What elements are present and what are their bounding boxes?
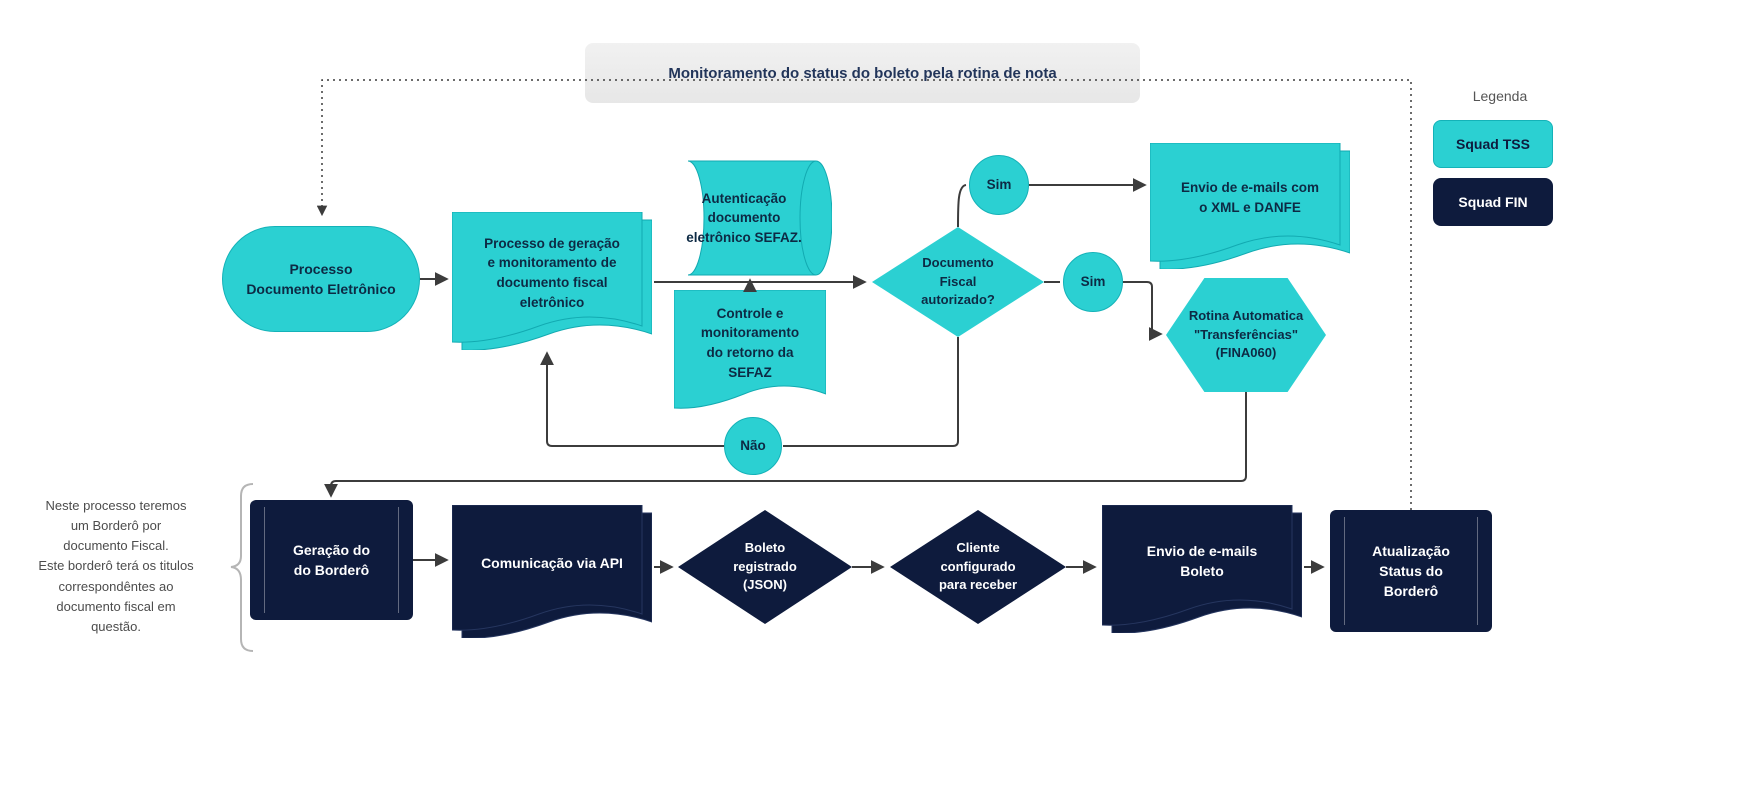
node-label: Processo de geração e monitoramento de d… bbox=[484, 235, 620, 310]
node-label: Documento Fiscal autorizado? bbox=[921, 254, 995, 308]
node-geracao-bordero[interactable]: Geração do do Borderô bbox=[250, 500, 413, 620]
node-label: Comunicação via API bbox=[481, 555, 623, 572]
node-label: Envio de e-mails Boleto bbox=[1146, 542, 1258, 579]
node-autenticacao-sefaz[interactable]: Autenticação documento eletrônico SEFAZ. bbox=[672, 160, 832, 276]
legend-item-squad-fin[interactable]: Squad FIN bbox=[1433, 178, 1553, 226]
node-sim-rotina[interactable]: Sim bbox=[1063, 252, 1123, 312]
decision-documento-fiscal-autorizado[interactable]: Documento Fiscal autorizado? bbox=[872, 227, 1044, 337]
node-label: Não bbox=[740, 438, 766, 454]
node-processo-documento-eletronico[interactable]: Processo Documento Eletrônico bbox=[222, 226, 420, 332]
node-sim-email[interactable]: Sim bbox=[969, 155, 1029, 215]
annotation-note: Neste processo teremos um Borderô por do… bbox=[38, 498, 194, 634]
monitor-banner-label: Monitoramento do status do boleto pela r… bbox=[668, 64, 1057, 82]
node-label: Processo Documento Eletrônico bbox=[246, 260, 396, 297]
node-label: Sim bbox=[1080, 274, 1106, 290]
node-label: Geração do do Borderô bbox=[292, 541, 371, 578]
document-shape bbox=[452, 505, 652, 638]
decision-boleto-registrado[interactable]: Boleto registrado (JSON) bbox=[678, 510, 852, 624]
legend-label: Squad TSS bbox=[1456, 136, 1530, 152]
node-label: Cliente configurado para receber bbox=[938, 539, 1018, 593]
decision-cliente-configurado[interactable]: Cliente configurado para receber bbox=[890, 510, 1066, 624]
monitor-banner: Monitoramento do status do boleto pela r… bbox=[585, 43, 1140, 103]
legend-title: Legenda bbox=[1472, 88, 1528, 104]
node-label: Controle e monitoramento do retorno da S… bbox=[700, 305, 800, 380]
legend-item-squad-tss[interactable]: Squad TSS bbox=[1433, 120, 1553, 168]
node-label: Envio de e-mails com o XML e DANFE bbox=[1180, 180, 1320, 215]
node-label: Atualização Status do Borderô bbox=[1372, 542, 1450, 600]
node-rotina-transferencias[interactable]: Rotina Automatica "Transferências" (FINA… bbox=[1166, 278, 1326, 392]
node-atualizacao-status-bordero[interactable]: Atualização Status do Borderô bbox=[1330, 510, 1492, 632]
node-comunicacao-api[interactable]: Comunicação via API bbox=[452, 505, 652, 638]
node-label: Autenticação documento eletrônico SEFAZ. bbox=[686, 190, 802, 245]
node-label: Sim bbox=[986, 177, 1012, 193]
legend-label: Squad FIN bbox=[1458, 194, 1528, 210]
node-label: Rotina Automatica "Transferências" (FINA… bbox=[1188, 307, 1304, 361]
node-processo-geracao-monitoramento[interactable]: Processo de geração e monitoramento de d… bbox=[452, 212, 652, 350]
node-controle-retorno-sefaz[interactable]: Controle e monitoramento do retorno da S… bbox=[674, 290, 826, 412]
node-label: Boleto registrado (JSON) bbox=[733, 539, 797, 593]
node-envio-emails-boleto[interactable]: Envio de e-mails Boleto bbox=[1102, 505, 1302, 633]
document-shape bbox=[1102, 505, 1302, 633]
node-envio-emails-xml-danfe[interactable]: Envio de e-mails com o XML e DANFE bbox=[1150, 143, 1350, 269]
node-nao[interactable]: Não bbox=[724, 417, 782, 475]
